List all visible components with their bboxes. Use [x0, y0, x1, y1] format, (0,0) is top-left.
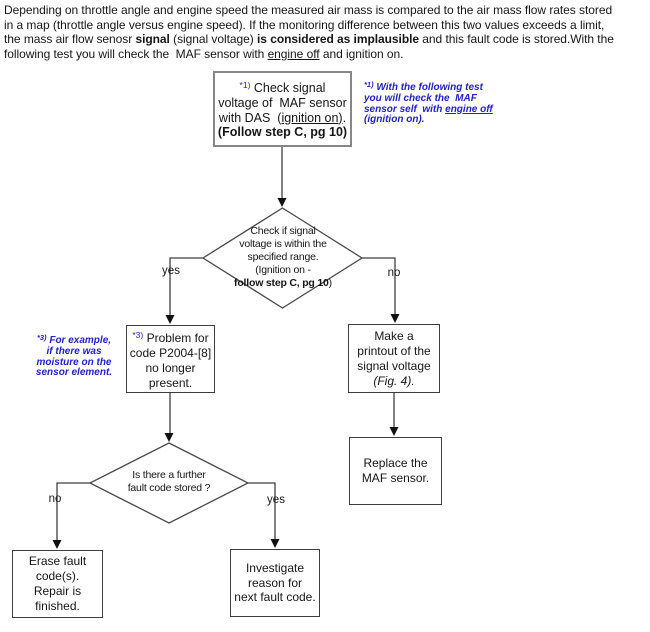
arrowhead-decision2	[164, 433, 174, 442]
arrowhead-replace	[389, 427, 399, 436]
note1-line-4: (ignition on).	[364, 114, 425, 126]
footnote-1-annotation: *1) With the following test you will che…	[364, 80, 509, 126]
printout-box: Make a printout of the signal voltage (F…	[348, 324, 440, 393]
note1-line-2: you will check the MAF	[364, 92, 477, 104]
start-box: *1) Check signal voltage of MAF sensor w…	[213, 71, 352, 147]
investigate-box-line-3: next fault code.	[234, 590, 316, 605]
note3-line-1: *3) For example,	[36, 333, 112, 346]
problem-box-line-1: *3) Problem for	[132, 329, 209, 345]
replace-box-line-2: MAF sensor.	[361, 471, 430, 485]
footnote-3-annotation: *3) For example, if there was moisture o…	[24, 333, 124, 379]
intro-paragraph: Depending on throttle angle and engine s…	[4, 3, 648, 61]
footnote-ref-1: *1)	[239, 79, 251, 90]
erase-box-line-3: Repair is	[33, 584, 82, 598]
decision1-line-5: follow step C, pg 10)	[234, 277, 332, 289]
note3-line-3: moisture on the	[36, 356, 112, 368]
problem-resolved-box: *3) Problem for code P2004-[8] no longer…	[126, 325, 215, 393]
connector-decision2-no	[56, 482, 91, 541]
erase-box-line-1: Erase fault	[28, 554, 87, 569]
intro-line-2: in a map (throttle angle versus engine s…	[4, 17, 605, 32]
problem-box-line-2: code P2004-[8]	[129, 345, 212, 360]
investigate-box: Investigate reason for next fault code.	[230, 549, 320, 617]
investigate-box-line-1: Investigate	[245, 560, 305, 575]
intro-line-1: Depending on throttle angle and engine s…	[4, 3, 613, 17]
decision1-text: Check if signal voltage is within the sp…	[203, 225, 363, 290]
decision2-text: Is there a further fault code stored ?	[90, 469, 248, 495]
decision2-line-2: fault code stored ?	[127, 482, 211, 494]
decision1-diamond	[201, 207, 364, 309]
connector-decision1-yes	[169, 257, 204, 316]
decision1-line-4: (Ignition on -	[255, 264, 311, 276]
printout-box-line-3: signal voltage	[357, 358, 431, 373]
start-box-line-4: (Follow step C, pg 10)	[217, 125, 348, 140]
note3-line-2: if there was	[46, 345, 102, 357]
problem-box-line-3: no longer	[145, 360, 196, 375]
arrowhead-erase	[52, 540, 62, 549]
erase-fault-box: Erase fault code(s). Repair is finished.	[12, 550, 103, 618]
footnote-ref-3: *3)	[36, 333, 47, 342]
connector-decision2-yes	[247, 482, 276, 540]
decision2-line-1: Is there a further	[132, 469, 206, 481]
decision1-line-3: specified range.	[247, 251, 319, 263]
note1-line-1: *1) With the following test	[364, 80, 483, 93]
edge-label-no-1: no	[387, 267, 401, 279]
problem-box-line-4: present.	[148, 375, 193, 390]
arrowhead-investigate	[270, 539, 280, 548]
note1-line-3: sensor self with engine off	[364, 103, 493, 115]
printout-box-line-4: (Fig. 4).	[373, 373, 415, 388]
start-box-line-3: with DAS (ignition on).	[218, 110, 347, 125]
arrowhead-printout	[390, 314, 400, 323]
erase-box-line-4: finished.	[35, 598, 80, 613]
erase-box-line-2: code(s).	[35, 569, 80, 584]
arrowhead-problem	[165, 315, 175, 324]
printout-box-line-2: printout of the	[357, 343, 431, 358]
decision2-diamond	[88, 442, 250, 524]
footnote-ref-3: *3)	[132, 329, 144, 340]
decision1-line-1: Check if signal	[250, 225, 316, 237]
edge-label-yes-1: yes	[162, 265, 180, 277]
edge-label-no-2: no	[48, 493, 62, 505]
intro-line-3: the mass air flow senosr signal (signal …	[4, 32, 614, 47]
edge-label-yes-2: yes	[267, 494, 285, 506]
note3-line-4: sensor element.	[35, 367, 113, 379]
connector-decision1-no	[361, 257, 396, 315]
decision1-line-2: voltage is within the	[239, 238, 327, 250]
start-box-line-2: voltage of MAF sensor	[218, 95, 347, 110]
investigate-box-line-2: reason for	[247, 575, 303, 590]
arrowhead-decision1	[277, 198, 287, 207]
printout-box-line-1: Make a	[374, 328, 414, 343]
intro-line-4: following test you will check the MAF se…	[4, 46, 404, 61]
replace-sensor-box: Replace the MAF sensor.	[349, 437, 442, 505]
start-box-line-1: *1) Check signal	[239, 79, 326, 95]
replace-box-line-1: Replace the	[363, 456, 428, 470]
footnote-ref-1: *1)	[364, 80, 374, 89]
